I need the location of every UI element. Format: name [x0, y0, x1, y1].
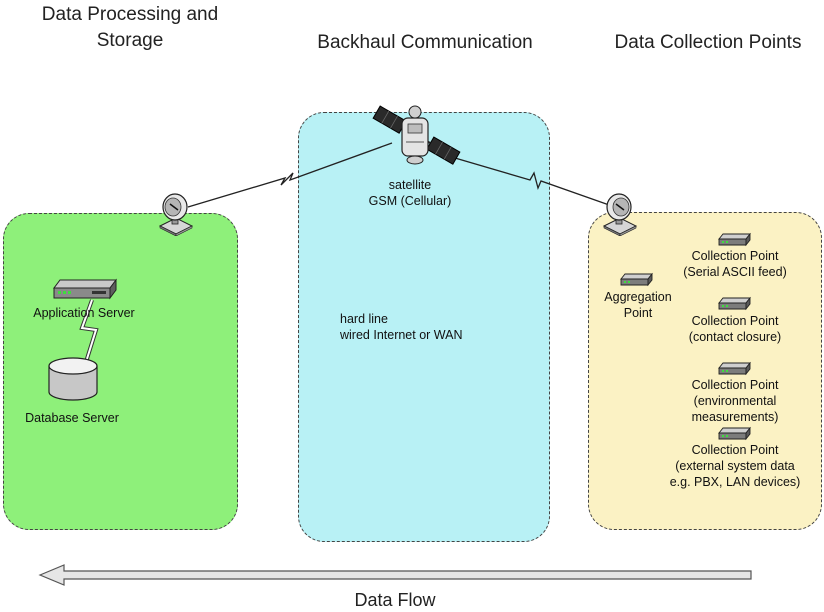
- collection-device-icon: [620, 272, 653, 287]
- collection-device-icon: [718, 296, 751, 311]
- aggregation-label-line2: Point: [623, 306, 653, 320]
- processing-title-line1: Data Processing and: [41, 4, 219, 25]
- collection-point-4-line1: Collection Point: [691, 443, 779, 457]
- collection-point-label: Collection Point (external system data e…: [650, 442, 820, 490]
- database-icon: [48, 357, 98, 401]
- satellite-label: satellite GSM (Cellular): [345, 177, 475, 209]
- application-server-label: Application Server: [33, 306, 135, 320]
- collection-point-label: Collection Point (environmental measurem…: [650, 377, 820, 425]
- hardline-label: hard line wired Internet or WAN: [340, 311, 540, 343]
- collection-zone: [588, 212, 822, 530]
- satellite-dish-icon: [602, 193, 638, 236]
- backhaul-column-title: Backhaul Communication: [317, 32, 533, 53]
- collection-column-title: Data Collection Points: [614, 32, 802, 53]
- hardline-label-line1: hard line: [340, 312, 388, 326]
- aggregation-label-line1: Aggregation: [604, 290, 672, 304]
- hardline-label-line2: wired Internet or WAN: [340, 328, 463, 342]
- collection-point-label: Collection Point (contact closure): [650, 313, 820, 345]
- collection-point-4-line3: e.g. PBX, LAN devices): [669, 475, 801, 489]
- collection-point-label: Collection Point (Serial ASCII feed): [650, 248, 820, 280]
- satellite-icon: [372, 105, 461, 165]
- server-icon: [53, 278, 117, 300]
- collection-point-1-line1: Collection Point: [691, 249, 779, 263]
- collection-point-2-line2: (contact closure): [688, 330, 782, 344]
- collection-point-2-line1: Collection Point: [691, 314, 779, 328]
- satellite-label-line2: GSM (Cellular): [368, 194, 452, 208]
- left-arrow-icon: [38, 564, 752, 586]
- collection-point-3-line1: Collection Point: [691, 378, 779, 392]
- aggregation-point-label: Aggregation Point: [588, 289, 688, 321]
- collection-device-icon: [718, 361, 751, 376]
- backhaul-zone: [298, 112, 550, 542]
- processing-zone: [3, 213, 238, 530]
- collection-point-4-line2: (external system data: [675, 459, 795, 473]
- processing-column-title: Data Processing and Storage: [10, 2, 250, 54]
- collection-device-icon: [718, 426, 751, 441]
- satellite-dish-icon: [158, 193, 194, 236]
- link-left-to-satellite: [187, 142, 393, 208]
- collection-point-3-line3: measurements): [691, 410, 779, 424]
- link-satellite-to-right: [454, 157, 613, 207]
- collection-point-1-line2: (Serial ASCII feed): [683, 265, 787, 279]
- satellite-label-line1: satellite: [388, 178, 432, 192]
- collection-device-icon: [718, 232, 751, 247]
- collection-point-3-line2: (environmental: [693, 394, 777, 408]
- database-server-label: Database Server: [25, 411, 119, 425]
- data-flow-label: Data Flow: [354, 590, 436, 610]
- processing-title-line2: Storage: [96, 30, 164, 51]
